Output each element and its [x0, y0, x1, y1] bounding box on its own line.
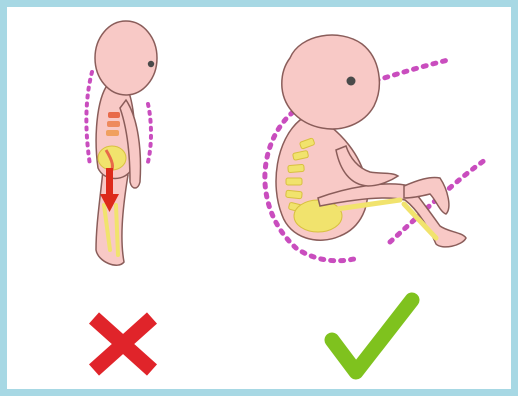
cross-icon [94, 318, 152, 370]
infant-eye-right [347, 77, 356, 86]
infant-head [95, 21, 157, 95]
dotted-posture-line-right [148, 104, 151, 162]
curled-infant-figure [265, 35, 488, 261]
infant-head-large [282, 35, 380, 129]
upright-infant-figure [86, 21, 157, 265]
check-icon [332, 300, 412, 372]
infant-eye [148, 61, 154, 67]
dotted-posture-line-left [86, 72, 92, 165]
